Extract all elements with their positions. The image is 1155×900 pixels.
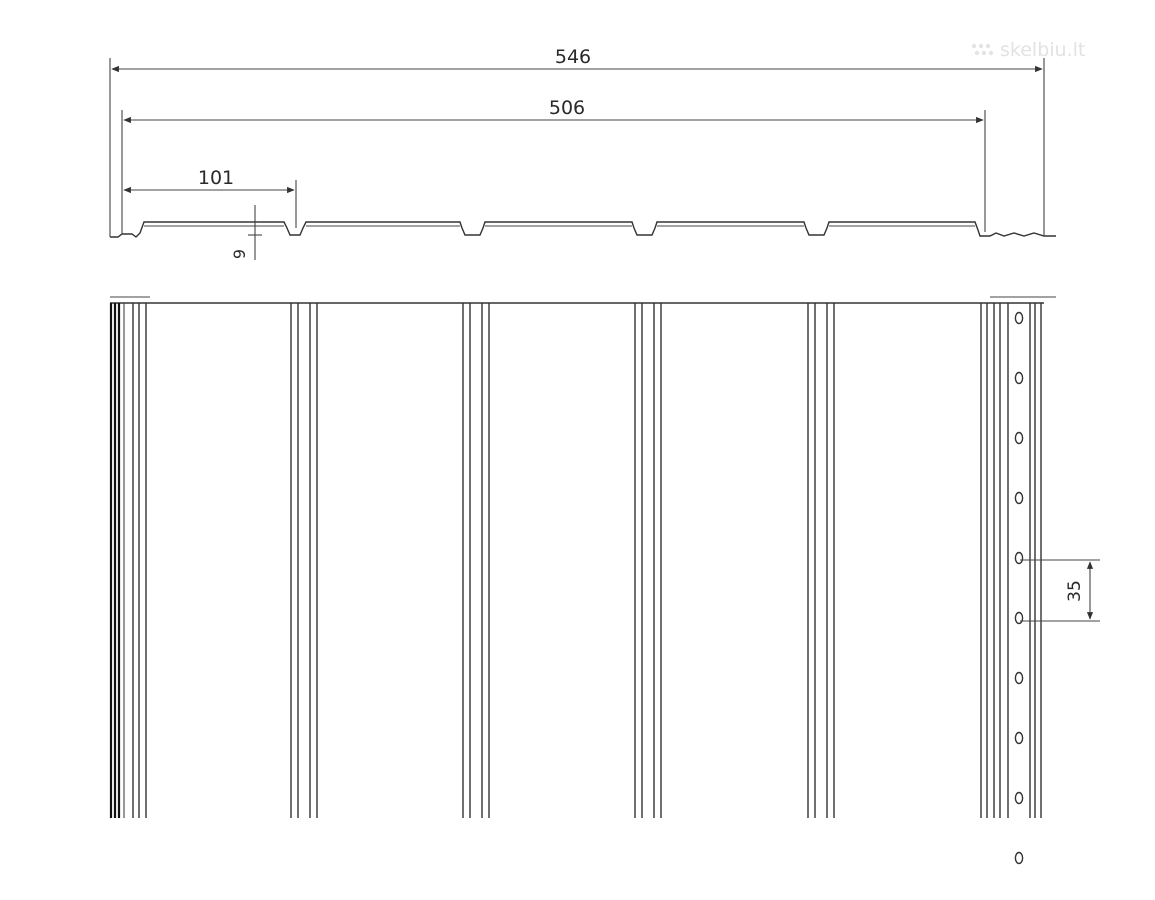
dimension-hole-spacing: 35 bbox=[1020, 559, 1100, 622]
nail-hole bbox=[1014, 671, 1024, 685]
rib bbox=[462, 303, 490, 818]
dimension-effective: 506 bbox=[121, 97, 986, 234]
dimension-rib-depth: 9 bbox=[230, 205, 262, 260]
rib bbox=[807, 303, 835, 818]
dimension-total: 546 bbox=[109, 46, 1045, 237]
nail-hole bbox=[1014, 731, 1024, 745]
nail-hole bbox=[1014, 371, 1024, 385]
dimension-label-total: 546 bbox=[555, 46, 591, 68]
nailing-flange bbox=[980, 303, 1042, 865]
dimension-rib-spacing: 101 bbox=[123, 167, 297, 228]
nail-hole bbox=[1014, 311, 1024, 325]
nail-hole bbox=[1014, 851, 1024, 865]
nail-hole bbox=[1014, 611, 1024, 625]
left-lock-edge bbox=[109, 303, 147, 818]
nail-hole bbox=[1014, 431, 1024, 445]
dimension-label-hole-spacing: 35 bbox=[1065, 580, 1085, 602]
nail-hole bbox=[1014, 551, 1024, 565]
watermark-icon bbox=[971, 43, 994, 56]
plan-view bbox=[109, 296, 1056, 865]
dimension-label-rib-spacing: 101 bbox=[198, 167, 234, 189]
dimension-label-effective: 506 bbox=[549, 97, 585, 119]
watermark: skelbiu.lt bbox=[971, 39, 1085, 61]
nail-hole bbox=[1014, 791, 1024, 805]
dimension-label-rib-depth: 9 bbox=[230, 249, 249, 259]
rib bbox=[290, 303, 318, 818]
nail-hole bbox=[1014, 491, 1024, 505]
watermark-text: skelbiu.lt bbox=[1000, 39, 1085, 61]
rib bbox=[634, 303, 662, 818]
nail-holes bbox=[1014, 311, 1024, 865]
